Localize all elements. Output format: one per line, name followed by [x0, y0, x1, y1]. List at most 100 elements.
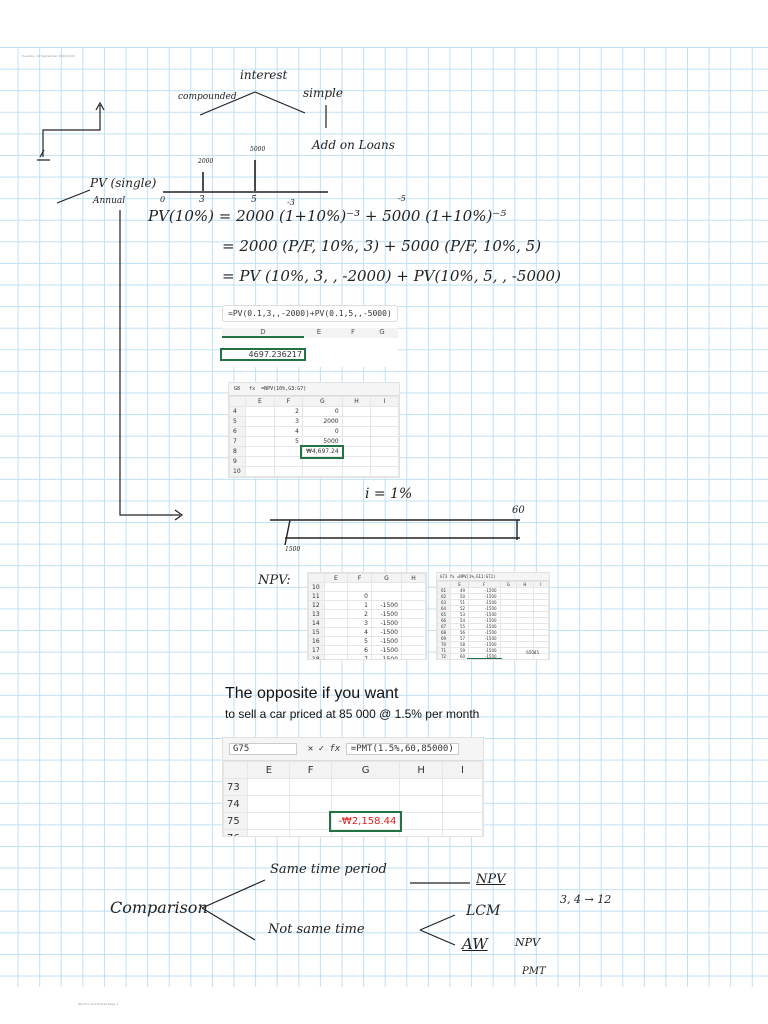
cell[interactable]	[532, 653, 549, 659]
cell[interactable]	[341, 426, 372, 437]
cell[interactable]	[273, 456, 303, 467]
row-header[interactable]: 13	[308, 609, 325, 619]
cell[interactable]	[301, 466, 343, 477]
row-header[interactable]: 14	[308, 618, 325, 628]
row-header[interactable]: 74	[223, 795, 249, 813]
cell[interactable]	[517, 660, 534, 661]
cell[interactable]	[370, 426, 399, 437]
cell[interactable]	[347, 582, 372, 592]
col-header[interactable]: E	[323, 573, 349, 583]
cell[interactable]: -1500	[370, 609, 402, 619]
col-header[interactable]: F	[350, 328, 356, 336]
cell[interactable]	[399, 795, 443, 813]
cell[interactable]	[245, 436, 275, 447]
cell[interactable]	[399, 829, 443, 836]
cell[interactable]	[323, 582, 349, 592]
cell[interactable]	[399, 812, 443, 830]
cell[interactable]	[330, 778, 401, 796]
cell[interactable]	[370, 591, 402, 601]
row-header[interactable]: 76	[223, 829, 249, 836]
cell[interactable]	[301, 456, 343, 467]
col-header[interactable]: G	[301, 396, 343, 407]
cell[interactable]: 60	[450, 653, 470, 659]
row-header[interactable]: 8	[228, 446, 247, 457]
cell[interactable]: 7	[347, 654, 372, 659]
cell[interactable]	[341, 416, 372, 427]
cell[interactable]	[441, 795, 483, 813]
cell[interactable]	[341, 406, 372, 417]
cell[interactable]: 5	[347, 636, 372, 646]
cell[interactable]	[247, 778, 291, 796]
cell[interactable]	[341, 456, 372, 467]
cell[interactable]	[441, 778, 483, 796]
row-header[interactable]: 4	[228, 406, 247, 417]
row-header[interactable]: 75	[223, 812, 249, 830]
col-header[interactable]: D	[222, 328, 304, 338]
cell[interactable]	[330, 829, 401, 836]
cell[interactable]	[370, 416, 399, 427]
cell[interactable]: 3	[273, 416, 303, 427]
cell[interactable]	[500, 660, 517, 661]
cell[interactable]	[370, 456, 399, 467]
col-header[interactable]: I	[370, 396, 399, 407]
cell[interactable]: 2000	[301, 416, 343, 427]
row-header[interactable]: 10	[308, 582, 325, 592]
col-header[interactable]: E	[316, 328, 322, 336]
cell[interactable]	[370, 446, 399, 457]
cell[interactable]	[400, 591, 426, 601]
cell[interactable]	[247, 829, 291, 836]
formula-bar[interactable]: =PMT(1.5%,60,85000)	[345, 743, 459, 755]
formula-bar[interactable]: =NPV(1%,G11:G72)	[456, 574, 496, 579]
cell[interactable]: 0	[347, 591, 372, 601]
row-header[interactable]: 15	[308, 627, 325, 637]
cell[interactable]	[400, 600, 426, 610]
col-header[interactable]: G	[370, 573, 402, 583]
cell[interactable]: 0	[301, 426, 343, 437]
cell[interactable]	[323, 627, 349, 637]
col-header[interactable]: F	[273, 396, 303, 407]
row-header[interactable]: 16	[308, 636, 325, 646]
cell[interactable]	[289, 795, 332, 813]
cell[interactable]: 2	[347, 609, 372, 619]
cell[interactable]	[370, 406, 399, 417]
cell[interactable]	[323, 600, 349, 610]
cell[interactable]	[245, 406, 275, 417]
name-box[interactable]: G8	[234, 386, 241, 392]
cell[interactable]: 1	[347, 600, 372, 610]
row-header[interactable]: 7	[228, 436, 247, 447]
row-header[interactable]: 18	[308, 654, 325, 659]
cell[interactable]	[245, 456, 275, 467]
cell[interactable]: -1500	[370, 645, 402, 655]
col-header[interactable]: F	[347, 573, 372, 583]
cell[interactable]	[370, 436, 399, 447]
cell[interactable]	[399, 778, 443, 796]
cell[interactable]	[323, 654, 349, 659]
cell[interactable]	[400, 618, 426, 628]
cell[interactable]: 6	[347, 645, 372, 655]
cell[interactable]	[441, 812, 483, 830]
col-header[interactable]	[228, 396, 247, 407]
cell[interactable]	[323, 609, 349, 619]
cell[interactable]	[330, 795, 401, 813]
col-header[interactable]: E	[247, 761, 291, 779]
cell[interactable]	[323, 618, 349, 628]
cell[interactable]: 3	[347, 618, 372, 628]
cell[interactable]	[400, 654, 426, 659]
formula-bar[interactable]: =NPV(10%,G3:G7)	[261, 386, 307, 392]
cell[interactable]: -₩67,432.43	[466, 657, 503, 659]
col-header[interactable]: H	[399, 761, 443, 779]
cell[interactable]: 5000	[301, 436, 343, 447]
name-box[interactable]: G75	[229, 743, 297, 755]
cell[interactable]	[341, 446, 372, 457]
col-header[interactable]	[308, 573, 325, 583]
col-header[interactable]	[223, 761, 249, 779]
col-header[interactable]: G	[330, 761, 401, 779]
cell[interactable]: -1500	[370, 654, 402, 659]
cell[interactable]: -1500	[370, 627, 402, 637]
cell[interactable]	[289, 812, 332, 830]
row-header[interactable]: 72	[437, 653, 452, 659]
cell[interactable]	[323, 636, 349, 646]
cell[interactable]	[245, 466, 275, 477]
cell[interactable]: -1500	[370, 618, 402, 628]
cell[interactable]	[400, 627, 426, 637]
